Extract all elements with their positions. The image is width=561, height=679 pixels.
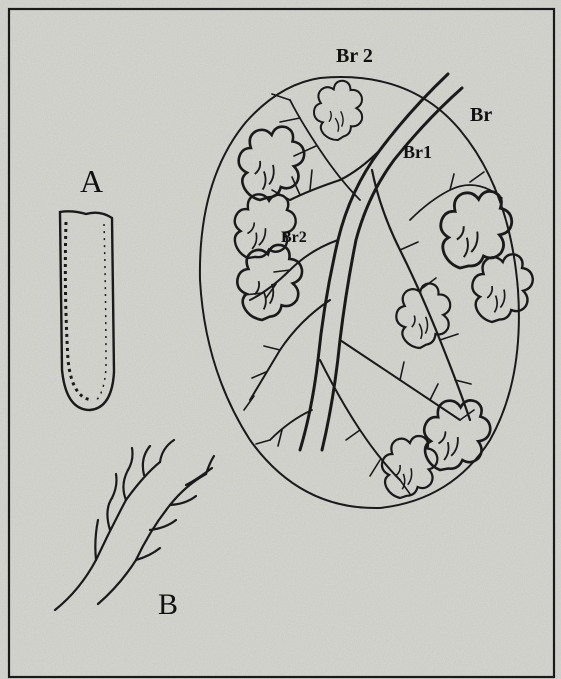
label-br1: Br1 <box>403 143 432 161</box>
label-br: Br <box>470 105 492 125</box>
label-br2-top: Br 2 <box>336 46 373 66</box>
label-br2-mid: Br2 <box>281 230 307 246</box>
figure-label-b: B <box>158 590 178 620</box>
figure-label-a: A <box>80 165 103 197</box>
